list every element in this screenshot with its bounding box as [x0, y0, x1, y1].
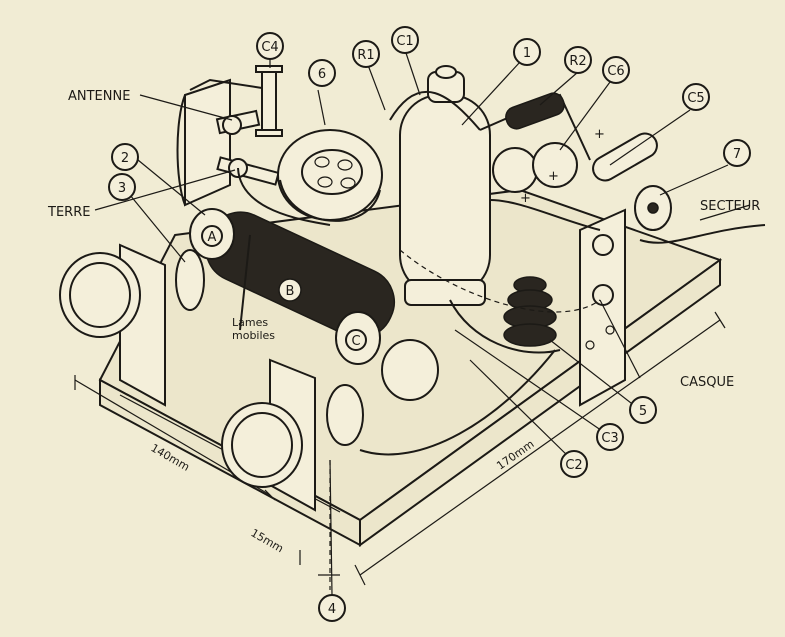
callout-r1-text: R1	[357, 48, 374, 63]
callout-r2-text: R2	[569, 54, 586, 69]
dimension-lines	[74, 311, 726, 590]
callout-5: 5	[629, 396, 657, 424]
resistor-r2	[505, 92, 565, 130]
label-casque: CASQUE	[680, 375, 734, 390]
front-panel-right	[221, 358, 364, 512]
callout-3: 3	[108, 173, 136, 201]
callout-3-text: 3	[118, 181, 126, 196]
plus-sign-1: +	[520, 191, 531, 206]
marker-b-text: B	[286, 284, 295, 299]
wires	[189, 78, 601, 456]
callout-c5-text: C5	[687, 91, 704, 106]
label-mobiles: mobiles	[232, 329, 275, 342]
callout-c3-text: C3	[601, 431, 618, 446]
callout-c6: C6	[602, 56, 630, 84]
label-lames: Lames	[232, 316, 268, 329]
callout-4: 4	[318, 594, 346, 622]
coil-6	[277, 129, 383, 222]
callout-c3: C3	[596, 423, 624, 451]
callout-c2-text: C2	[565, 458, 582, 473]
plus-sign-3: +	[594, 127, 605, 142]
callout-c6-text: C6	[607, 64, 624, 79]
callout-r2: R2	[564, 46, 592, 74]
callout-c4-text: C4	[261, 40, 278, 55]
marker-b: B	[278, 278, 302, 302]
callout-1-text: 1	[523, 46, 531, 61]
coil-5	[503, 276, 557, 347]
plus-sign-2: +	[548, 169, 559, 184]
label-secteur: SECTEUR	[700, 199, 760, 214]
socket-7	[634, 185, 672, 231]
capacitor-c5	[592, 132, 658, 182]
callout-2-text: 2	[121, 151, 129, 166]
callout-c4: C4	[256, 32, 284, 60]
callout-5-text: 5	[639, 404, 647, 419]
callout-r1: R1	[352, 40, 380, 68]
marker-c-text: C	[351, 334, 360, 349]
callout-c1-text: C1	[396, 34, 413, 49]
callout-7: 7	[723, 139, 751, 167]
terminal-bracket	[176, 65, 283, 207]
casque-panel	[579, 208, 626, 407]
callout-6-text: 6	[318, 67, 326, 82]
callout-1: 1	[513, 38, 541, 66]
callout-6: 6	[308, 59, 336, 87]
front-panel-left	[59, 243, 205, 407]
callout-c2: C2	[560, 450, 588, 478]
callout-2: 2	[111, 143, 139, 171]
callout-4-text: 4	[328, 602, 336, 617]
callout-c5: C5	[682, 83, 710, 111]
tube-c1	[399, 65, 491, 306]
callout-7-text: 7	[733, 147, 741, 162]
mains-cable	[639, 224, 766, 244]
callout-c1: C1	[391, 26, 419, 54]
marker-c: C	[345, 329, 367, 351]
label-terre: TERRE	[47, 205, 90, 220]
marker-a: A	[201, 225, 223, 247]
leader-lines	[94, 49, 751, 596]
dimension-15: 15mm	[249, 526, 286, 555]
label-antenne: ANTENNE	[68, 89, 130, 104]
marker-a-text: A	[208, 230, 217, 245]
